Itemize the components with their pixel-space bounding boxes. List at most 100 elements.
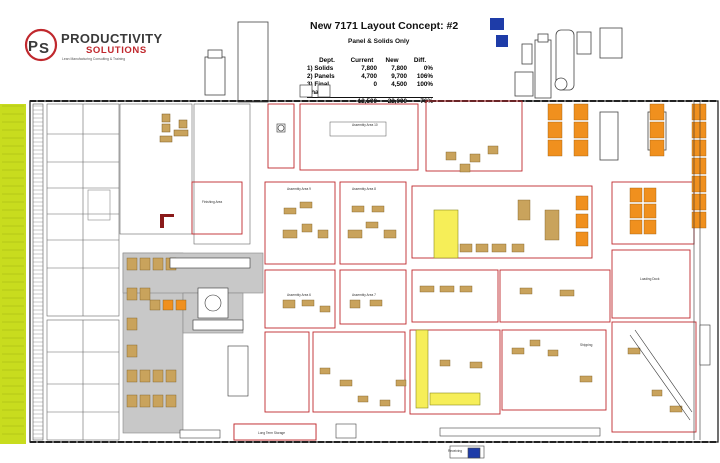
workbench <box>445 151 457 161</box>
table-row: 2) Panels 4,700 9,700 106% <box>307 73 433 81</box>
machine-icon <box>227 345 249 397</box>
svg-text:S: S <box>39 40 49 57</box>
workbench <box>439 285 455 293</box>
workbench <box>459 285 473 293</box>
workbench <box>651 389 663 397</box>
workbench <box>152 369 164 383</box>
workbench <box>547 349 559 357</box>
storage-rack <box>629 203 643 219</box>
workbench <box>152 257 164 271</box>
workbench <box>669 405 683 413</box>
storage-rack <box>691 139 707 157</box>
workbench <box>282 299 296 309</box>
storage-rack <box>649 139 665 157</box>
table-header-new: New <box>385 57 399 64</box>
workbench <box>152 394 164 408</box>
workbench <box>282 229 298 239</box>
department-zone <box>339 269 407 325</box>
table-row: 1) Solids 7,800 7,800 0% <box>307 65 433 73</box>
zone-label: Loading Dock <box>640 277 660 281</box>
zone-label: Assembly Area 8 <box>352 187 376 191</box>
storage-rack <box>573 139 589 157</box>
storage-rack <box>691 193 707 211</box>
workbench <box>319 305 331 313</box>
storage-rack <box>575 213 589 229</box>
workbench <box>301 299 315 307</box>
storage-rack <box>547 121 563 139</box>
table-header-row: Dept. Current New Diff. <box>307 57 433 65</box>
workbench <box>544 209 560 241</box>
conveyor <box>169 257 251 269</box>
workbench <box>383 229 397 239</box>
workbench <box>579 375 593 383</box>
department-zone <box>264 181 336 265</box>
zone-label: Shipping <box>580 343 593 347</box>
building-walls <box>29 100 719 443</box>
workbench <box>126 317 138 331</box>
workbench <box>511 347 525 355</box>
department-zone <box>312 331 406 413</box>
strip-hatch <box>2 105 24 435</box>
layout-subtitle: Panel & Solids Only <box>348 38 410 45</box>
department-zone <box>499 269 611 323</box>
workbench <box>126 257 138 271</box>
truck-icon <box>599 111 619 161</box>
svg-text:P: P <box>28 38 38 55</box>
storage-rack <box>547 139 563 157</box>
storage-rack <box>573 121 589 139</box>
zone-label: Assembly Area 9 <box>287 187 311 191</box>
zone-label: Assembly Area 6 <box>287 293 311 297</box>
workbench <box>126 369 138 383</box>
zone-label: Finishing Area <box>202 200 222 204</box>
table-header-current: Current <box>350 57 374 64</box>
layout-title: New 7171 Layout Concept: #2 <box>310 20 459 32</box>
table-cell: 1) Solids <box>307 65 334 72</box>
workbench <box>469 361 483 369</box>
department-zone <box>409 329 501 415</box>
workbench <box>517 199 531 221</box>
workbench <box>511 243 525 253</box>
label-box <box>329 121 387 137</box>
table-cell: 9,700 <box>391 73 407 80</box>
workbench <box>347 229 363 239</box>
zone-label: Long Term Storage <box>258 431 285 435</box>
workbench <box>627 347 641 355</box>
workbench <box>339 379 353 387</box>
workbench <box>379 399 391 407</box>
workbench <box>559 289 575 297</box>
logo-tagline: Lean Manufacturing Consulting & Training <box>62 57 126 61</box>
table-cell: 7,800 <box>361 65 377 72</box>
workbench <box>283 207 297 215</box>
workbench <box>491 243 507 253</box>
workbench <box>139 369 151 383</box>
workbench <box>149 299 161 311</box>
storage-rack <box>691 103 707 121</box>
workbench <box>349 299 361 309</box>
workbench <box>365 221 379 229</box>
office-area <box>46 103 251 441</box>
workbench <box>475 243 489 253</box>
zone-label: Assembly Area 7 <box>352 293 376 297</box>
zone-label: Receiving <box>448 449 462 453</box>
logo-name-line2: Solutions <box>86 45 147 56</box>
stair-ladder <box>33 105 43 439</box>
zone-label: Assembly Area 10 <box>352 123 378 127</box>
table-cell: 7,800 <box>391 65 407 72</box>
table-cell: 106% <box>416 73 433 80</box>
workbench <box>419 285 435 293</box>
workbench <box>162 299 174 311</box>
right-conveyor <box>629 102 711 440</box>
workbench <box>126 394 138 408</box>
workbench <box>395 379 407 387</box>
storage-rack <box>629 219 643 235</box>
storage-rack <box>649 121 665 139</box>
workbench <box>459 163 471 173</box>
storage-rack <box>643 187 657 203</box>
department-zone <box>267 103 295 169</box>
workbench <box>529 339 541 347</box>
storage-racks <box>547 103 707 247</box>
storage-rack <box>691 121 707 139</box>
workbench <box>319 367 331 375</box>
